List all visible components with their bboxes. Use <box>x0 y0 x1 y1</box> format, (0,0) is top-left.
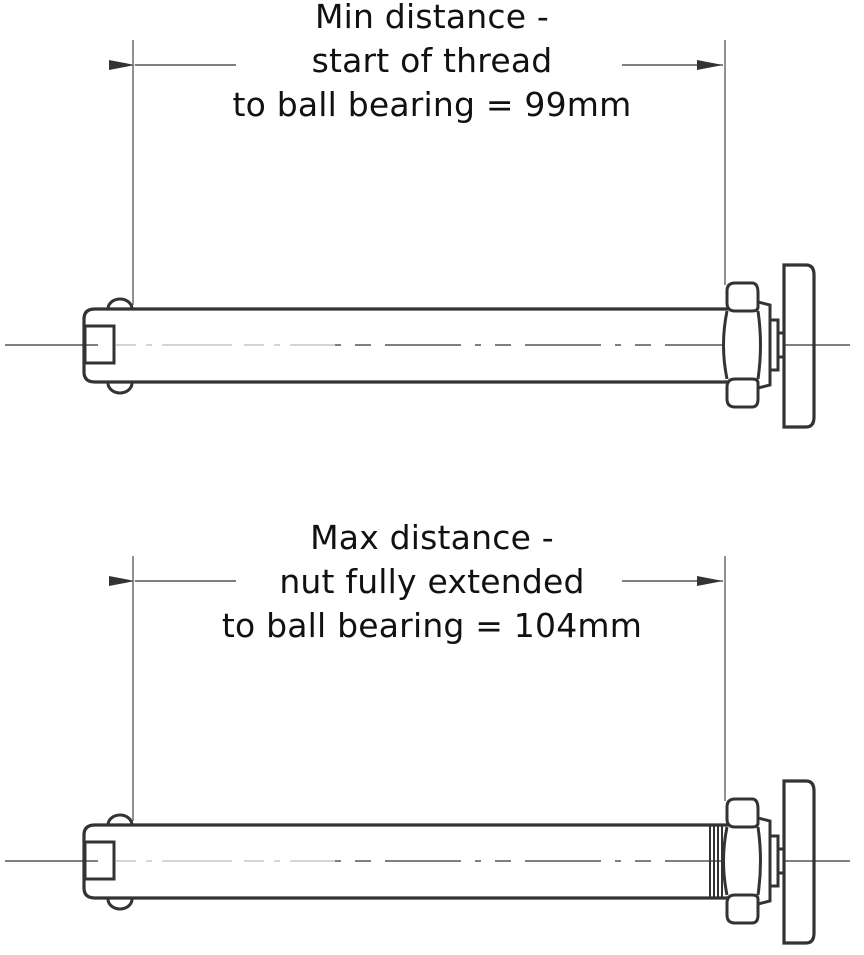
label-line: to ball bearing = 104mm <box>221 606 643 645</box>
exposed-thread <box>709 825 723 898</box>
label-line: Min distance - <box>314 0 550 36</box>
min-distance-diagram <box>3 38 852 429</box>
label-line: start of thread <box>311 41 553 80</box>
label-line: nut fully extended <box>279 562 585 601</box>
min-distance-label: Min distance - start of thread to ball b… <box>0 0 864 127</box>
max-distance-label: Max distance - nut fully extended to bal… <box>0 516 864 648</box>
label-line: to ball bearing = 99mm <box>232 85 632 124</box>
label-line: Max distance - <box>310 518 554 557</box>
max-distance-diagram <box>3 554 852 945</box>
